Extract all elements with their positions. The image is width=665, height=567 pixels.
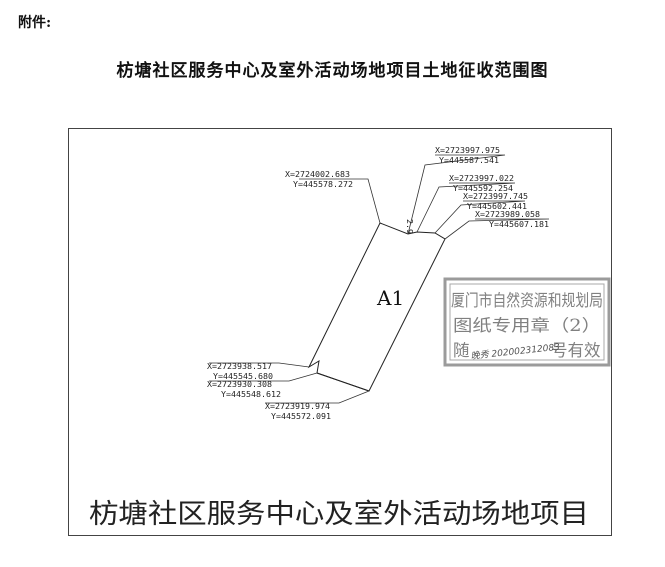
map-bottom-title: 枋塘社区服务中心及室外活动场地项目	[89, 499, 589, 530]
coord-y-p5: Y=445607.181	[489, 219, 549, 229]
coord-y-p7: Y=445548.612	[221, 389, 281, 399]
coord-x-p4: X=2723997.745	[463, 191, 528, 201]
coord-y-p8: Y=445572.091	[271, 411, 331, 421]
parcel-a1-label: A1	[376, 286, 404, 310]
page-title: 枋塘社区服务中心及室外活动场地项目土地征收范围图	[116, 61, 549, 81]
land-map-frame: X=2724002.683 Y=445578.272 X=2723997.975…	[68, 128, 612, 536]
leader-line-p2	[407, 154, 506, 235]
leader-line-p8	[265, 390, 370, 404]
attachment-label: 附件:	[18, 15, 52, 31]
stamp-line-2: 图纸专用章（2）	[453, 316, 601, 335]
stamp-line-3-right: 号有效	[551, 341, 601, 360]
approval-stamp: 厦门市自然资源和规划局 图纸专用章（2） 随 号有效 晚秀 2020023120…	[443, 277, 611, 367]
coord-y-p3: Y=445592.254	[453, 183, 513, 193]
coord-x-p5: X=2723989.058	[475, 209, 540, 219]
stamp-handwriting: 晚秀 202002312083	[470, 342, 561, 362]
stamp-line-1: 厦门市自然资源和规划局	[451, 291, 603, 310]
segment-length-label: 2.9	[405, 219, 415, 234]
coord-x-p3: X=2723997.022	[449, 173, 514, 183]
leader-line-p4	[434, 200, 526, 234]
parcel-edge-line	[316, 372, 370, 392]
coord-x-p2: X=2723997.975	[435, 145, 500, 155]
coord-x-p7: X=2723930.308	[207, 379, 272, 389]
parcel-a1-outline	[307, 222, 446, 392]
leader-line-p3	[416, 182, 516, 233]
coord-y-p2: Y=445587.541	[439, 155, 499, 165]
coord-y-p6: Y=445545.680	[213, 371, 273, 381]
leader-line-p5	[444, 218, 550, 240]
coord-x-p8: X=2723919.974	[265, 401, 330, 411]
stamp-line-3-left: 随	[453, 341, 470, 360]
leader-line-p6	[209, 362, 310, 368]
land-map-drawing: X=2724002.683 Y=445578.272 X=2723997.975…	[89, 145, 611, 530]
coord-x-p1: X=2724002.683	[285, 169, 350, 179]
leader-line-p1	[299, 178, 381, 224]
coord-x-p6: X=2723938.517	[207, 361, 272, 371]
coord-y-p4: Y=445602.441	[467, 201, 527, 211]
coord-y-p1: Y=445578.272	[293, 179, 353, 189]
leader-line-p7	[209, 372, 318, 382]
